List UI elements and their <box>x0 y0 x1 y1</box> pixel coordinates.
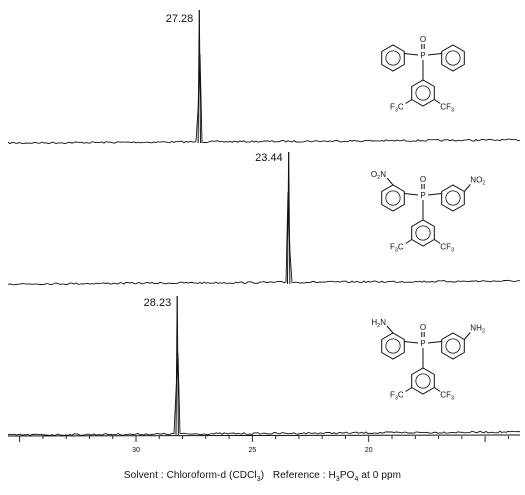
ring-bottom-2-aromatic <box>415 225 431 241</box>
ring-right-1-aromatic <box>445 50 461 66</box>
ring-left-2 <box>381 184 405 212</box>
bond-sub-right-3 <box>463 332 471 340</box>
bond-left-1 <box>404 53 419 56</box>
spectrum-trace-3 <box>7 353 521 437</box>
spectrum-peak-1-fall <box>198 9 202 144</box>
cf3-left-1: F3C <box>390 103 404 114</box>
ring-right-3 <box>441 332 465 360</box>
caption-solvent: Solvent : Chloroform-d (CDCl <box>123 470 257 481</box>
bond-cf3-left-2 <box>405 239 412 244</box>
cf3-right-1: CF3 <box>440 103 454 114</box>
bond-right-2 <box>427 193 442 196</box>
ring-right-2-aromatic <box>445 190 461 206</box>
caption-solvent-close: ) <box>260 470 265 481</box>
substituent-left-2: O2N <box>371 170 386 181</box>
x-axis-line <box>7 434 521 437</box>
atom-phosphorus-3: P <box>420 339 425 348</box>
substituent-right-3: NH2 <box>470 324 485 335</box>
caption-solvent-sub: 3 <box>256 476 261 483</box>
bond-cf3-right-2 <box>434 239 441 244</box>
bond-cf3-right-1 <box>434 99 441 104</box>
ring-left-3 <box>381 332 405 360</box>
caption-reference-sub2: 4 <box>354 476 359 483</box>
cf3-left-3: F3C <box>390 391 404 402</box>
ring-right-2 <box>441 184 465 212</box>
ring-left-1-aromatic <box>385 50 401 66</box>
atom-oxygen-1: O <box>420 35 426 44</box>
caption-reference-mid: PO <box>339 470 355 481</box>
ring-bottom-2 <box>411 219 435 247</box>
bond-cf3-left-3 <box>405 387 412 392</box>
caption-reference-sub1: 3 <box>335 476 340 483</box>
cf3-right-3: CF3 <box>440 391 454 402</box>
x-tick-label: 25 <box>248 447 256 454</box>
atom-phosphorus-1: P <box>420 51 425 60</box>
atom-oxygen-3: O <box>420 323 426 332</box>
bond-right-3 <box>427 341 442 344</box>
bond-right-1 <box>427 53 442 56</box>
spectrum-trace-2 <box>7 191 520 286</box>
caption-reference-tail: at 0 ppm <box>358 470 402 481</box>
bond-cf3-left-1 <box>405 99 412 104</box>
spectrum-trace-1 <box>7 53 521 145</box>
bond-left-3 <box>404 341 419 344</box>
ring-left-3-aromatic <box>385 338 401 354</box>
substituent-right-2: NO2 <box>470 176 485 187</box>
bond-sub-left-2 <box>386 177 394 186</box>
cf3-left-2: F3C <box>390 243 404 254</box>
bond-sub-left-3 <box>386 325 394 334</box>
bond-cf3-right-3 <box>434 387 441 392</box>
cf3-right-2: CF3 <box>440 243 454 254</box>
substituent-left-3: H2N <box>371 318 386 329</box>
ring-bottom-1-aromatic <box>415 85 431 101</box>
x-tick-label: 20 <box>365 447 373 454</box>
ring-bottom-3 <box>411 367 435 395</box>
x-tick-label: 30 <box>132 447 140 454</box>
ring-left-1 <box>381 44 405 72</box>
ring-bottom-1 <box>411 79 435 107</box>
bond-left-2 <box>404 193 419 196</box>
atom-oxygen-2: O <box>420 175 426 184</box>
bond-sub-right-2 <box>463 184 471 192</box>
caption: Solvent : Chloroform-d (CDCl3) Reference… <box>0 470 525 483</box>
peak-label-3: 28.23 <box>144 297 172 309</box>
ring-right-3-aromatic <box>445 338 461 354</box>
atom-phosphorus-2: P <box>420 191 425 200</box>
ring-left-2-aromatic <box>385 190 401 206</box>
peak-label-1: 27.28 <box>166 13 194 25</box>
ring-bottom-3-aromatic <box>415 373 431 389</box>
peak-label-2: 23.44 <box>255 152 283 164</box>
ring-right-1 <box>441 44 465 72</box>
caption-reference: Reference : H <box>272 470 336 481</box>
